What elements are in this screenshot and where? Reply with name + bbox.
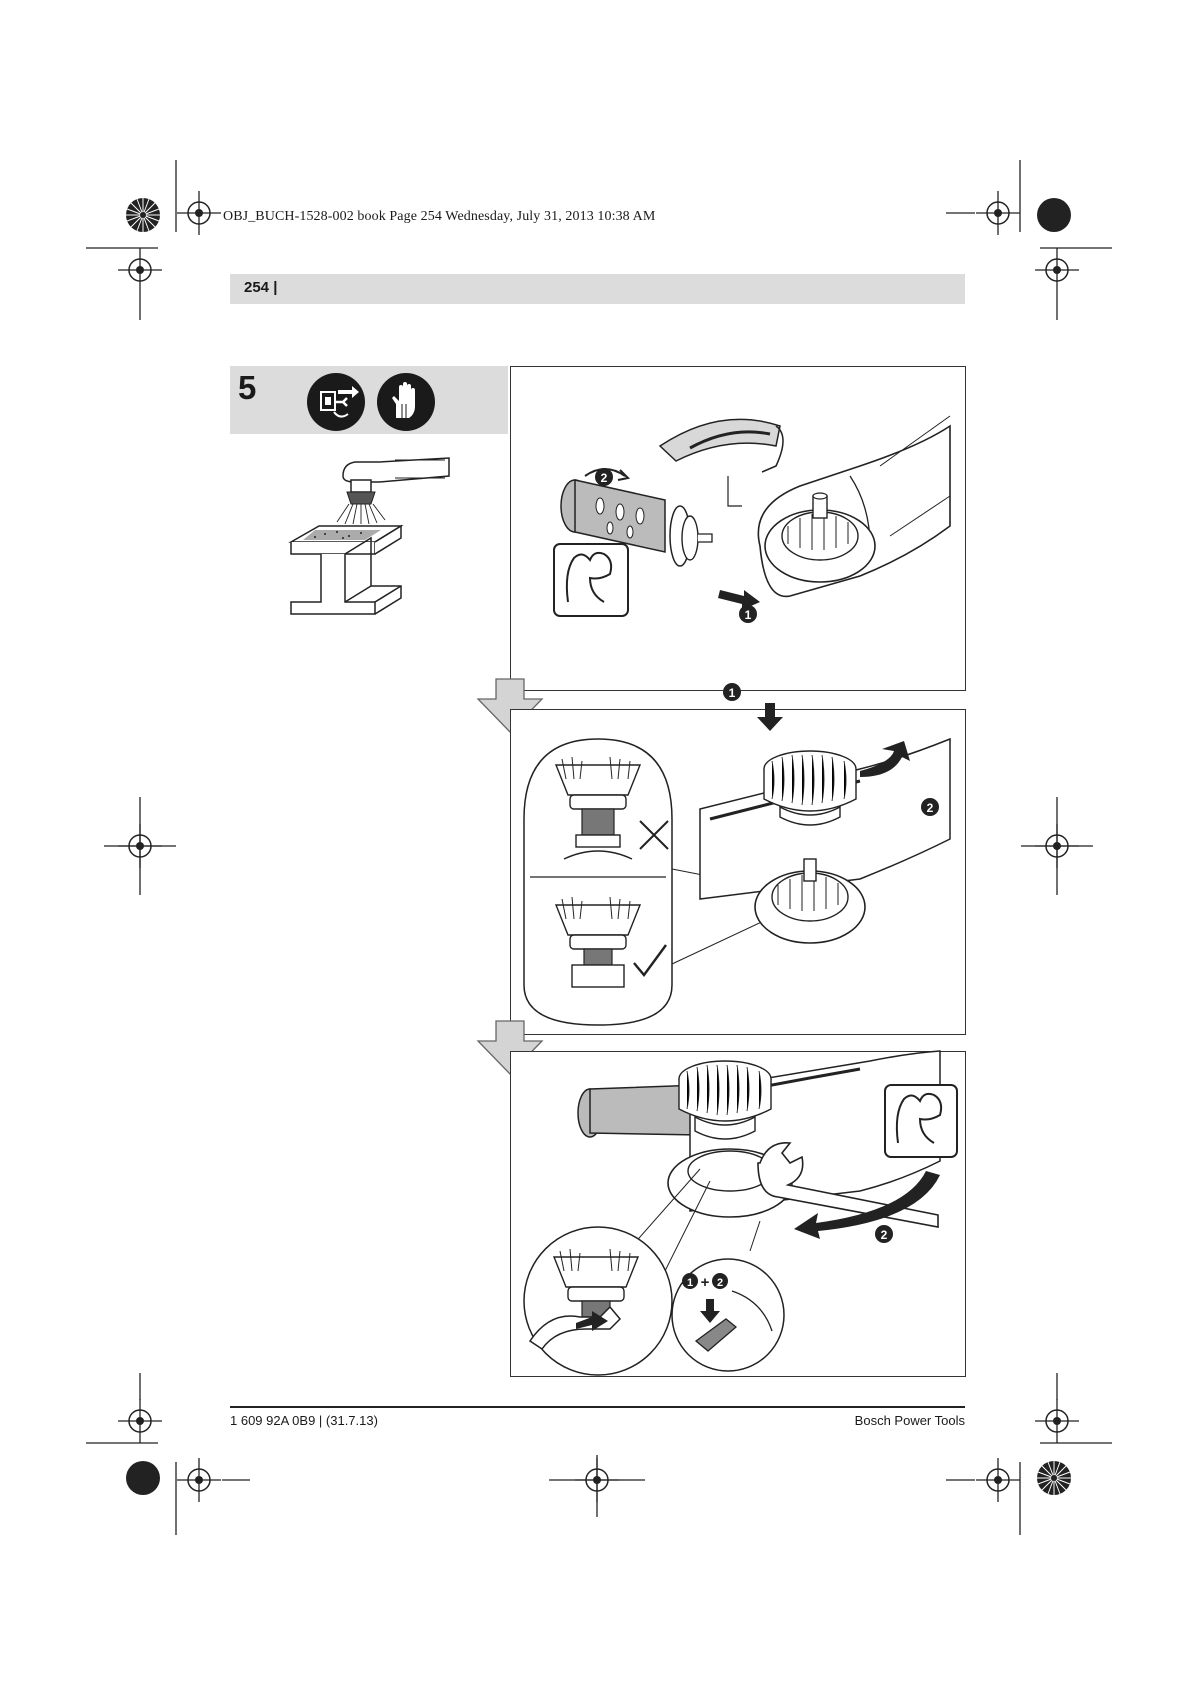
slug-line: OBJ_BUCH-1528-002 book Page 254 Wednesda… [223, 209, 656, 224]
svg-text:1: 1 [687, 1277, 693, 1289]
target-mark-icon [1034, 1398, 1080, 1444]
gloves-icon [377, 373, 435, 431]
panel-3-illustration: 2 1 + 2 [523, 1050, 958, 1376]
solid-mark-icon [1037, 198, 1071, 232]
publisher-name: Bosch Power Tools [854, 1413, 965, 1428]
target-mark-icon [117, 247, 163, 293]
solid-mark-icon [126, 1461, 160, 1495]
document-code: 1 609 92A 0B9 | (31.7.13) [230, 1413, 378, 1428]
star-mark-icon [1036, 1460, 1072, 1496]
step-number: 5 [238, 369, 257, 406]
svg-text:1: 1 [729, 686, 736, 700]
footer-rule [230, 1406, 965, 1408]
application-illustration [288, 457, 450, 615]
unplug-icon [307, 373, 365, 431]
svg-text:2: 2 [927, 801, 934, 815]
target-mark-icon [975, 1457, 1021, 1503]
target-mark-icon [176, 190, 222, 236]
target-mark-icon [117, 1398, 163, 1444]
target-mark-icon [975, 190, 1021, 236]
svg-text:2: 2 [881, 1228, 888, 1242]
page-header-bar [230, 274, 965, 304]
step-header [230, 366, 508, 434]
svg-text:2: 2 [601, 471, 608, 485]
target-mark-icon [176, 1457, 222, 1503]
panel-1-illustration: 2 1 [553, 415, 951, 623]
target-mark-icon [1034, 247, 1080, 293]
svg-text:+: + [701, 1274, 710, 1291]
svg-text:2: 2 [717, 1277, 723, 1289]
svg-text:1: 1 [745, 608, 752, 622]
star-mark-icon [125, 197, 161, 233]
page-number: 254 | [244, 279, 278, 296]
panel-2-illustration: 1 2 [523, 683, 951, 1026]
